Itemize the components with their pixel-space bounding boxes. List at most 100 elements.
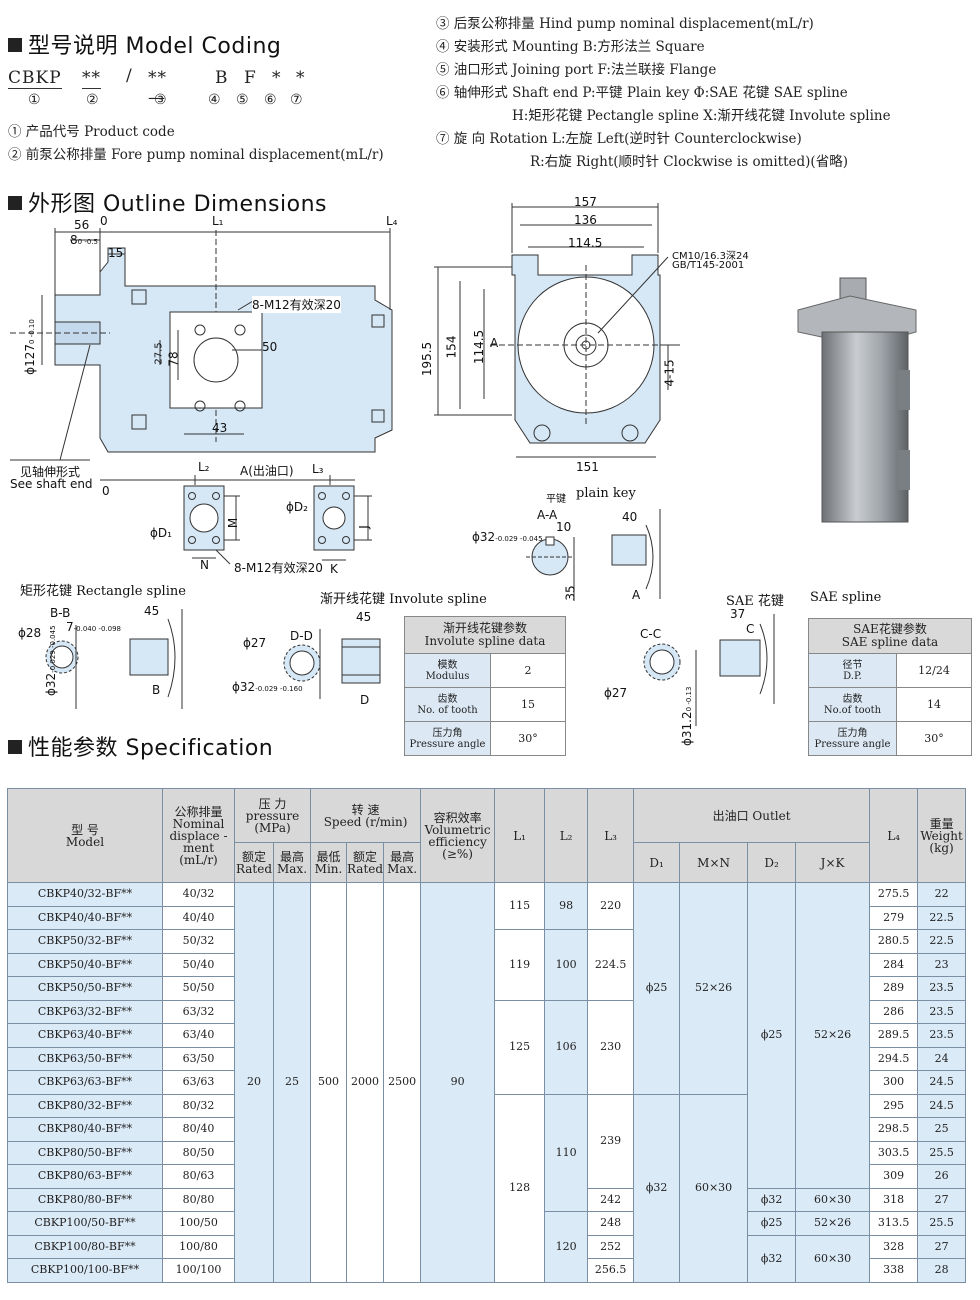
hdr-l4: L₄ (869, 788, 919, 883)
inv-spline-27: ϕ27 (243, 636, 267, 650)
hdr-d1: D₁ (633, 842, 681, 883)
legend-item-3: ③ 后泵公称排量 Hind pump nominal displacement(… (436, 16, 814, 32)
rect-spline-b: B (152, 683, 161, 697)
shaft-note-cn: 见轴伸形式 (20, 465, 81, 479)
inv-spline-d: D (360, 693, 370, 707)
dim-27-5: 27.5 (153, 342, 165, 365)
hdr-jk: J×K (795, 842, 871, 883)
dim-127: ϕ1270 -0.10 (22, 319, 37, 375)
inv-spline-drawing (283, 629, 381, 699)
shaft-note-en: See shaft end (10, 477, 93, 491)
dim-8: 80 -0.5 (70, 233, 98, 247)
dim-a-outlet: A(出油口) (240, 464, 294, 478)
dim-195-5: 195.5 (420, 341, 435, 377)
dim-0: 0 (100, 214, 108, 228)
code-c6: * (272, 68, 282, 88)
dim-j: J (356, 525, 371, 529)
dim-78: 78 (166, 351, 181, 367)
pump-photo (797, 277, 917, 523)
sae-spline-cc: C-C (640, 627, 662, 641)
dim-154: 154 (444, 335, 459, 359)
front-view-drawing (434, 203, 680, 458)
plain-key-en: plain key (576, 486, 636, 501)
sae-spline-37: 37 (730, 607, 746, 621)
code-c3: **— (148, 68, 167, 108)
dim-43: 43 (212, 421, 228, 435)
model-coding-title: 型号说明 Model Coding (8, 28, 281, 60)
plain-key-cn: 平键 (546, 494, 566, 505)
sae-spline-drawing (643, 614, 775, 726)
rect-spline-45: 45 (144, 604, 160, 618)
circle-6: ⑥ (264, 92, 277, 108)
hdr-l1: L₁ (494, 788, 546, 883)
port-flanges-drawing (183, 485, 372, 565)
dim-0-bottom: 0 (102, 484, 110, 498)
table-row: CBKP80/32-BF**80/32 128 110 239 ϕ32 60×3… (7, 1093, 967, 1283)
rect-spline-32: ϕ32-0.029 -0.045 (44, 625, 58, 696)
dim-151: 151 (576, 460, 599, 474)
rect-spline-drawing (45, 609, 183, 709)
dim-114-5-v: 114.5 (472, 329, 487, 365)
dim-l1: L₁ (212, 214, 224, 228)
circle-2: ② (86, 92, 99, 108)
legend-item-6: ⑥ 轴伸形式 Shaft end P:平键 Plain key Φ:SAE 花键… (436, 85, 848, 101)
dim-114-5: 114.5 (568, 236, 603, 250)
dim-d1: ϕD₁ (150, 526, 172, 540)
dim-n: N (200, 558, 209, 572)
dim-d2: ϕD₂ (286, 500, 308, 514)
dim-15: 15 (108, 246, 124, 260)
rect-spline-7: 7-0.040 -0.098 (66, 620, 121, 634)
circle-3: ③ (154, 92, 167, 108)
dim-l3: L₃ (312, 462, 324, 476)
dim-m12-top: 8-M12有效深20 (252, 296, 341, 313)
legend-item-7: ⑦ 旋 向 Rotation L:左旋 Left(逆时针 Countercloc… (436, 131, 802, 147)
circle-1: ① (28, 92, 41, 108)
inv-spline-dd: D-D (290, 629, 313, 643)
coding-legend-left: ① 产品代号 Product code ② 前泵公称排量 Fore pump n… (8, 121, 384, 167)
hdr-eff: 容积效率 Volumetric efficiency (≥%) (420, 788, 496, 883)
plain-key-aa: A-A (537, 508, 558, 522)
sae-spline-title-cn: SAE 花键 (726, 594, 784, 609)
legend-item-1: ① 产品代号 Product code (8, 124, 175, 140)
hdr-outlet: 出油口 Outlet (633, 788, 871, 843)
dim-m: M (226, 517, 241, 529)
legend-item-6b: H:矩形花键 Pectangle spline X:渐开线花键 Involute… (512, 108, 891, 124)
dim-k: K (330, 562, 338, 576)
sae-spline-title-en: SAE spline (810, 590, 882, 605)
sae-spline-27: ϕ27 (604, 686, 628, 700)
rect-spline-title: 矩形花键 Rectangle spline (20, 584, 186, 599)
sae-spline-c: C (746, 622, 755, 636)
plain-key-10: 10 (556, 520, 572, 534)
side-view-drawing (10, 228, 393, 485)
dim-50: 50 (262, 340, 278, 354)
coding-legend-right: ③ 后泵公称排量 Hind pump nominal displacement(… (436, 13, 891, 174)
rect-spline-bb: B-B (50, 606, 71, 620)
dim-gb: GB/T145-2001 (672, 260, 745, 271)
legend-item-2: ② 前泵公称排量 Fore pump nominal displacement(… (8, 147, 384, 163)
plain-key-a: A (632, 588, 641, 602)
